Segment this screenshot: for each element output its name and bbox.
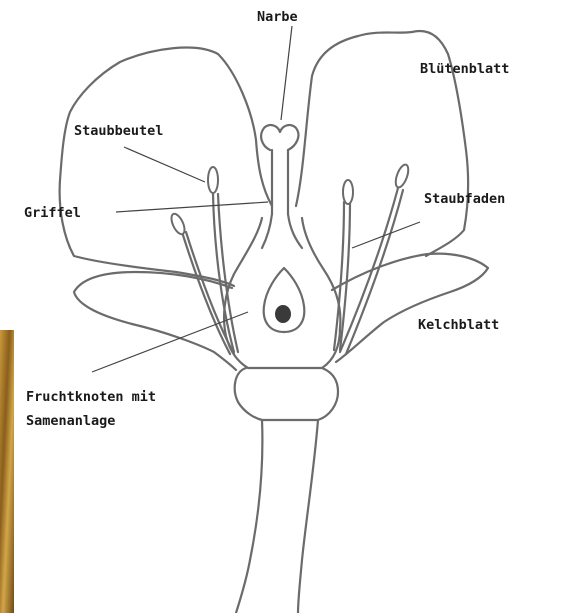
left-petal: [60, 48, 272, 286]
label-staubfaden: Staubfaden: [424, 188, 505, 210]
ovary: [224, 218, 340, 368]
label-narbe: Narbe: [257, 6, 298, 28]
label-fruchtknoten-line2: Samenanlage: [26, 410, 115, 432]
background-photo-strip: [0, 330, 14, 613]
ovule: [275, 305, 291, 323]
anther: [393, 163, 411, 189]
right-sepal: [332, 254, 488, 362]
stigma: [261, 125, 298, 150]
label-staubbeutel: Staubbeutel: [74, 120, 163, 142]
stem: [236, 420, 318, 613]
pointer-line-staubbeutel: [124, 147, 205, 182]
anther: [169, 212, 187, 236]
label-fruchtknoten-line1: Fruchtknoten mit: [26, 386, 156, 408]
pointer-line-griffel: [116, 202, 268, 212]
anther: [343, 180, 353, 204]
label-kelchblatt: Kelchblatt: [418, 314, 499, 336]
right-filament: [334, 202, 350, 350]
label-bluetenblatt: Blütenblatt: [420, 58, 509, 80]
anther: [208, 167, 218, 193]
label-griffel: Griffel: [24, 202, 81, 224]
pointer-line-narbe: [281, 26, 292, 120]
left-sepal: [74, 272, 236, 370]
receptacle: [235, 368, 338, 420]
